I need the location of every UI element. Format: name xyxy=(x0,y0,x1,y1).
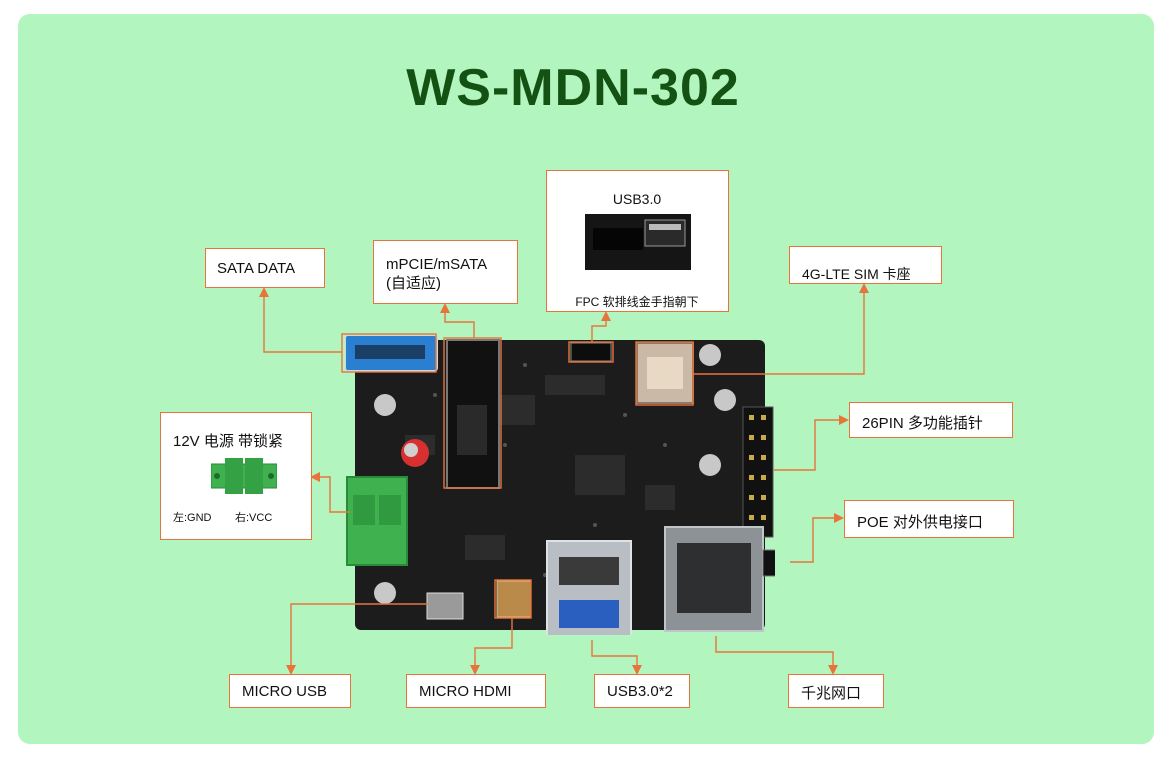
label-gigabit-ethernet: 千兆网口 xyxy=(788,674,884,708)
terminal-block-photo xyxy=(211,458,277,494)
fpc-connector-photo xyxy=(585,214,691,270)
usb30-title: USB3.0 xyxy=(612,191,662,207)
label-mpcie-line1: mPCIE/mSATA xyxy=(386,256,488,273)
label-usb30-fpc: USB3.0 FPC 软排线金手指朝下 xyxy=(546,170,729,312)
label-micro-hdmi: MICRO HDMI xyxy=(406,674,546,708)
label-usb30x2: USB3.0*2 xyxy=(594,674,690,708)
label-mpcie: mPCIE/mSATA (自适应) xyxy=(373,240,518,304)
page-title: WS-MDN-302 xyxy=(406,59,740,117)
label-sata-data: SATA DATA xyxy=(205,248,325,288)
power-title: 12V 电源 带锁紧 xyxy=(173,433,284,450)
label-mpcie-line2: (自适应) xyxy=(386,275,441,292)
label-sim-slot: 4G-LTE SIM 卡座 xyxy=(789,246,942,284)
label-12v-power: 12V 电源 带锁紧 左:GND 右:VCC xyxy=(160,412,312,540)
usb30-caption: FPC 软排线金手指朝下 xyxy=(575,295,699,309)
board-image xyxy=(345,335,775,635)
power-right-pin: 右:VCC xyxy=(235,512,273,524)
label-poe: POE 对外供电接口 xyxy=(844,500,1014,538)
power-left-pin: 左:GND xyxy=(173,512,212,524)
label-micro-usb: MICRO USB xyxy=(229,674,351,708)
label-26pin-header: 26PIN 多功能插针 xyxy=(849,402,1013,438)
